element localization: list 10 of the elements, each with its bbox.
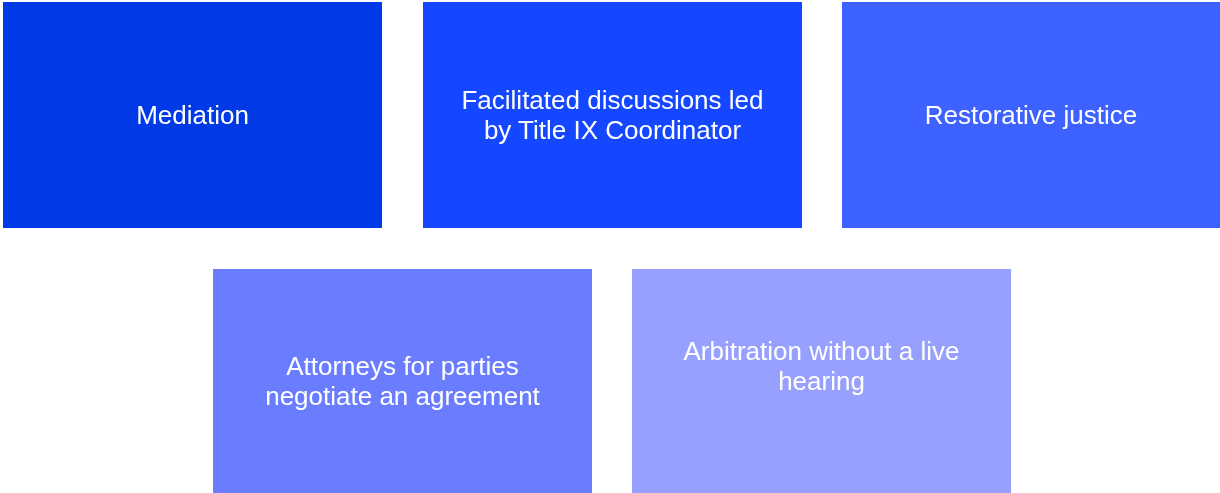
option-box xyxy=(213,269,592,493)
option-label: Arbitration without a live hearing xyxy=(682,336,961,396)
option-box xyxy=(423,2,802,228)
option-label: Facilitated discussions led by Title IX Coordinator xyxy=(460,85,765,145)
option-label: Attorneys for parties negotiate an agreement xyxy=(264,351,541,411)
option-box xyxy=(842,2,1220,228)
option-label: Mediation xyxy=(136,100,249,130)
option-label: Restorative justice xyxy=(924,100,1138,130)
option-box xyxy=(3,2,382,228)
option-box xyxy=(632,269,1011,493)
